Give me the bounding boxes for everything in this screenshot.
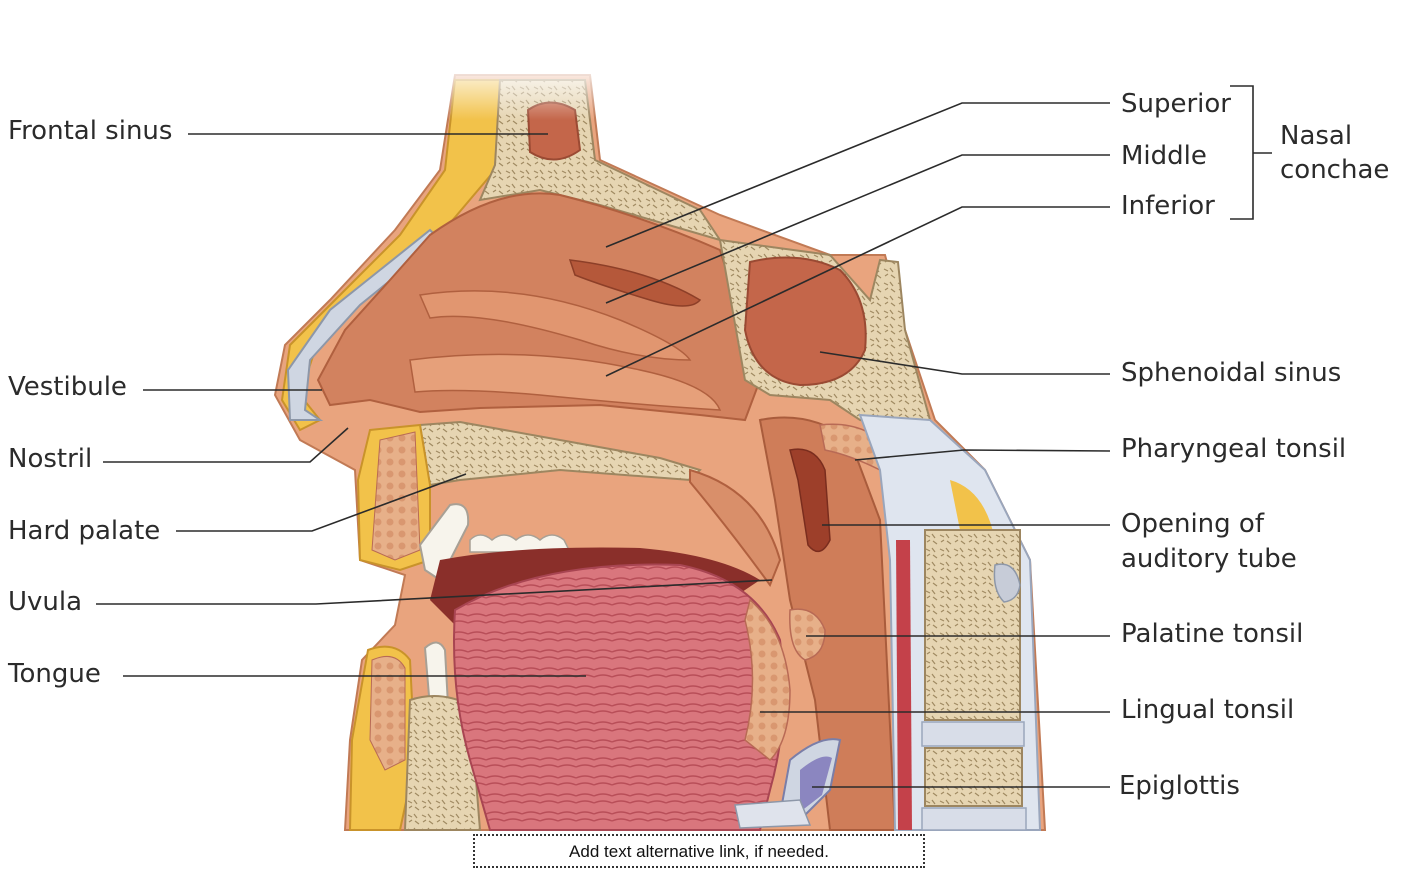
leader-pharyngeal-tonsil <box>854 449 1111 461</box>
atlas-nodule <box>993 563 1021 603</box>
label-auditory-tube-line2: auditory tube <box>1121 544 1297 574</box>
label-pharyngeal-tonsil: Pharyngeal tonsil <box>1121 434 1347 464</box>
alt-text-link[interactable]: Add text alternative link, if needed. <box>473 834 925 868</box>
vertebra-disc-2 <box>921 807 1027 831</box>
leader-sphenoidal-sinus <box>819 351 1110 375</box>
leader-hard-palate <box>176 473 467 532</box>
tongue-shape <box>453 563 785 831</box>
label-nostril: Nostril <box>8 444 93 474</box>
superior-concha <box>568 259 702 307</box>
label-superior: Superior <box>1121 89 1231 119</box>
label-nasal-conchae-line2: conchae <box>1280 155 1390 185</box>
label-palatine-tonsil: Palatine tonsil <box>1121 619 1304 649</box>
label-nasal-conchae-line1: Nasal <box>1280 121 1353 151</box>
upper-incisor <box>418 503 470 582</box>
label-inferior: Inferior <box>1121 191 1215 221</box>
label-auditory-tube-line1: Opening of <box>1121 509 1264 539</box>
auditory-tube-shape <box>789 448 831 553</box>
upper-teeth-row <box>469 534 572 553</box>
palatine-tonsil-shape <box>789 608 826 661</box>
label-lingual-tonsil: Lingual tonsil <box>1121 695 1295 725</box>
label-middle: Middle <box>1121 141 1207 171</box>
epiglottis-inner <box>800 756 832 812</box>
label-vestibule: Vestibule <box>8 372 127 402</box>
leader-uvula <box>96 579 773 605</box>
lower-lip-muscle <box>369 655 406 771</box>
leader-nostril <box>103 427 349 463</box>
vertebra-2 <box>924 747 1023 807</box>
constrictor-strip <box>896 540 912 830</box>
lingual-tonsil-shape <box>744 598 791 762</box>
label-tongue: Tongue <box>8 659 101 689</box>
middle-concha <box>418 290 692 361</box>
hyoid-cartilage <box>734 799 812 829</box>
label-sphenoidal-sinus: Sphenoidal sinus <box>1121 358 1342 388</box>
label-epiglottis: Epiglottis <box>1119 771 1240 801</box>
leader-middle <box>605 154 1110 304</box>
sphenoidal-sinus-shape <box>743 256 867 387</box>
vertebra-1 <box>924 529 1021 721</box>
label-uvula: Uvula <box>8 587 83 617</box>
upper-lip-muscle <box>371 431 421 561</box>
inferior-concha <box>409 353 722 411</box>
top-fade <box>440 60 610 120</box>
conchae-bracket <box>1230 85 1254 220</box>
leader-lines <box>96 85 1272 788</box>
label-frontal-sinus: Frontal sinus <box>8 116 173 146</box>
label-hard-palate: Hard palate <box>8 516 161 546</box>
mandible <box>403 695 482 831</box>
soft-palate <box>689 468 782 588</box>
leader-superior <box>605 102 1110 248</box>
leader-inferior <box>605 206 1110 377</box>
vertebra-disc-1 <box>921 721 1025 747</box>
